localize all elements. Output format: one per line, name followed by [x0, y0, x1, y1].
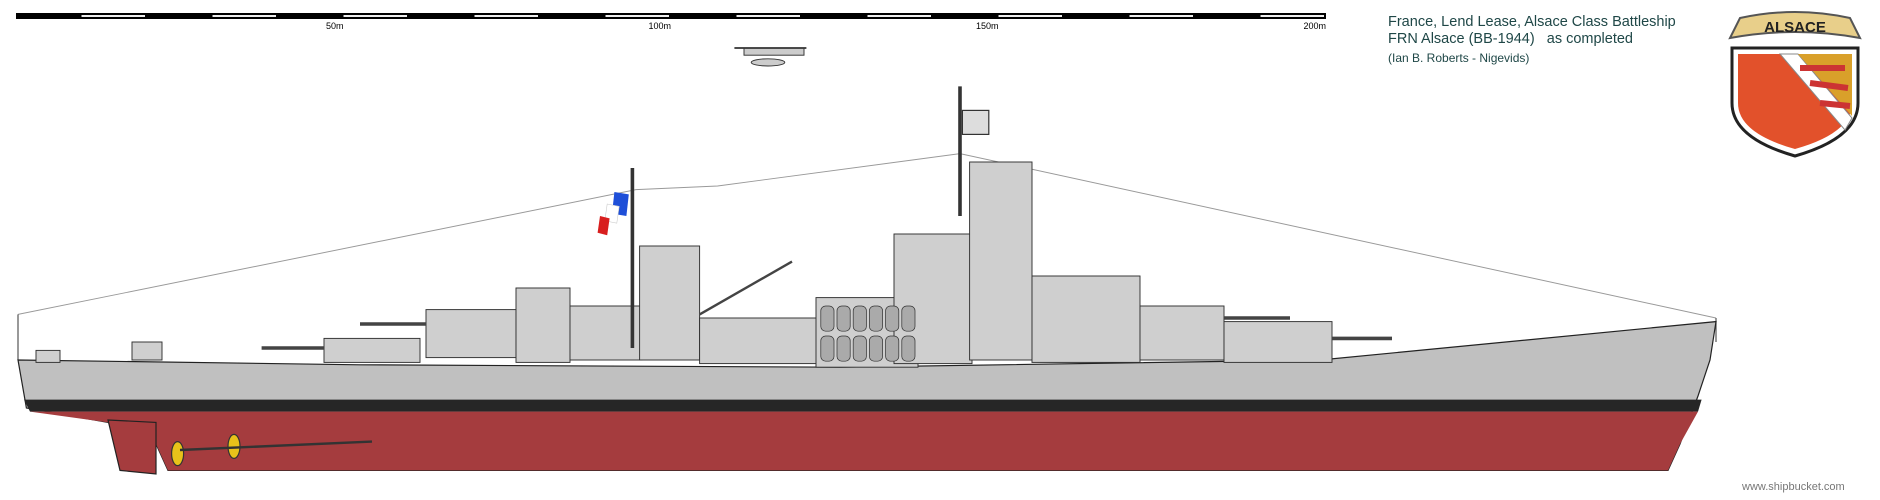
ships-boat	[885, 335, 900, 362]
emblem-banner-text: ALSACE	[1764, 19, 1826, 36]
scale-bar-segment	[998, 15, 1062, 17]
ships-boat	[852, 335, 867, 362]
scale-bar-label: 200m	[1303, 21, 1326, 31]
scale-bar-segment	[1129, 15, 1193, 17]
crane	[699, 260, 793, 316]
superstructure	[35, 161, 1333, 368]
title-line-2: FRN Alsace (BB-1944) as completed	[1388, 31, 1633, 47]
boot-topping	[24, 399, 1702, 412]
scale-bar-segment	[605, 15, 669, 17]
rigging-stays	[17, 153, 1717, 319]
ships-boat	[885, 305, 900, 332]
scale-bar-label: 50m	[326, 21, 344, 31]
alsace-coat-of-arms-emblem: ALSACE	[1728, 11, 1862, 158]
ships-boat	[852, 305, 867, 332]
floatplane-icon	[734, 47, 807, 67]
french-flag-icon	[597, 192, 629, 236]
scale-bar-base	[16, 13, 1326, 19]
ships-boat	[869, 335, 883, 362]
watermark: www.shipbucket.com	[1742, 481, 1845, 493]
ships-boat	[820, 305, 835, 332]
boat-racks	[820, 305, 916, 362]
ships-boat	[836, 335, 851, 362]
scale-bar-label: 150m	[976, 21, 999, 31]
main-gun-barrels	[261, 316, 1393, 350]
scale-bar-segment	[343, 15, 407, 17]
propeller-shaft	[179, 440, 373, 452]
scale-bar-segment	[474, 15, 538, 17]
ships-boat	[836, 305, 851, 332]
scale-bar-segment	[212, 15, 276, 17]
ships-boat	[901, 305, 916, 332]
title-line-1: France, Lend Lease, Alsace Class Battles…	[1388, 14, 1676, 30]
scale-bar-segment	[867, 15, 931, 17]
scale-bar-label: 100m	[648, 21, 671, 31]
scale-bar-segment	[1260, 15, 1324, 17]
scale-bar: 50m 100m 150m 200m	[16, 13, 1326, 31]
credit-line: (Ian B. Roberts - Nigevids)	[1388, 51, 1530, 65]
ships-boat	[869, 305, 883, 332]
lower-hull-red	[30, 411, 1699, 471]
scale-bar-segment	[81, 15, 145, 17]
scale-bar-segment	[736, 15, 800, 17]
ships-boat	[820, 335, 835, 362]
ships-boat	[901, 335, 916, 362]
propellers	[171, 433, 241, 467]
radar-antenna	[961, 109, 990, 136]
rudder	[107, 419, 157, 475]
